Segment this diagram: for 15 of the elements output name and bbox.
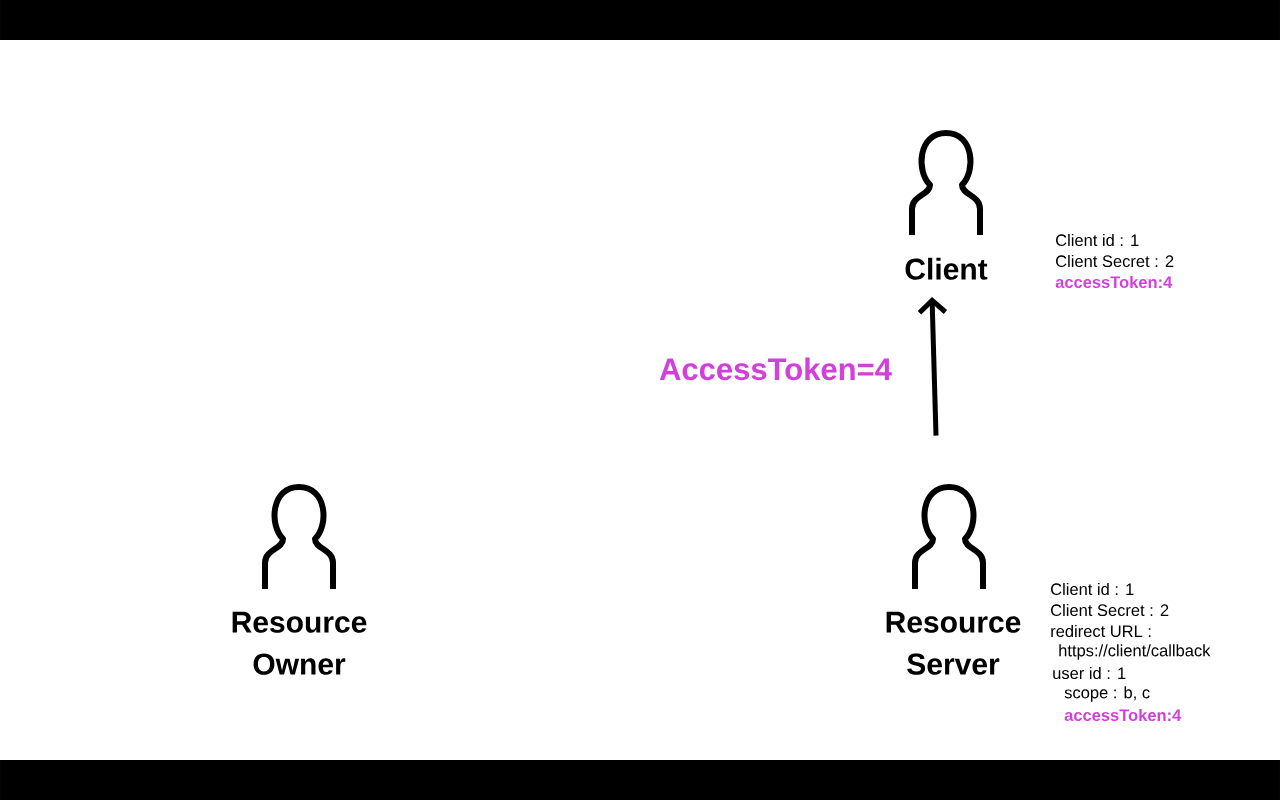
edge-label: AccessToken=4 — [657, 355, 894, 383]
note-text: accessToken:4 — [1055, 275, 1173, 289]
note-text: scope : b, c — [1064, 686, 1150, 702]
note-text: Client id : 1 — [1051, 582, 1134, 596]
person-label: Resource Server — [886, 611, 1021, 675]
person-label: Resource Owner — [232, 611, 367, 675]
note-text: user id : 1 — [1053, 666, 1126, 680]
note-text: redirect URL : — [1051, 624, 1151, 638]
note-text: Client id : 1 — [1056, 233, 1139, 247]
person-label: Client — [905, 257, 988, 280]
note-text: Client Secret : 2 — [1051, 603, 1169, 617]
note-text: https://client/callback — [1059, 644, 1211, 660]
note-text: Client Secret : 2 — [1056, 254, 1174, 268]
arrow — [917, 297, 948, 436]
note-text: accessToken:4 — [1064, 708, 1182, 722]
